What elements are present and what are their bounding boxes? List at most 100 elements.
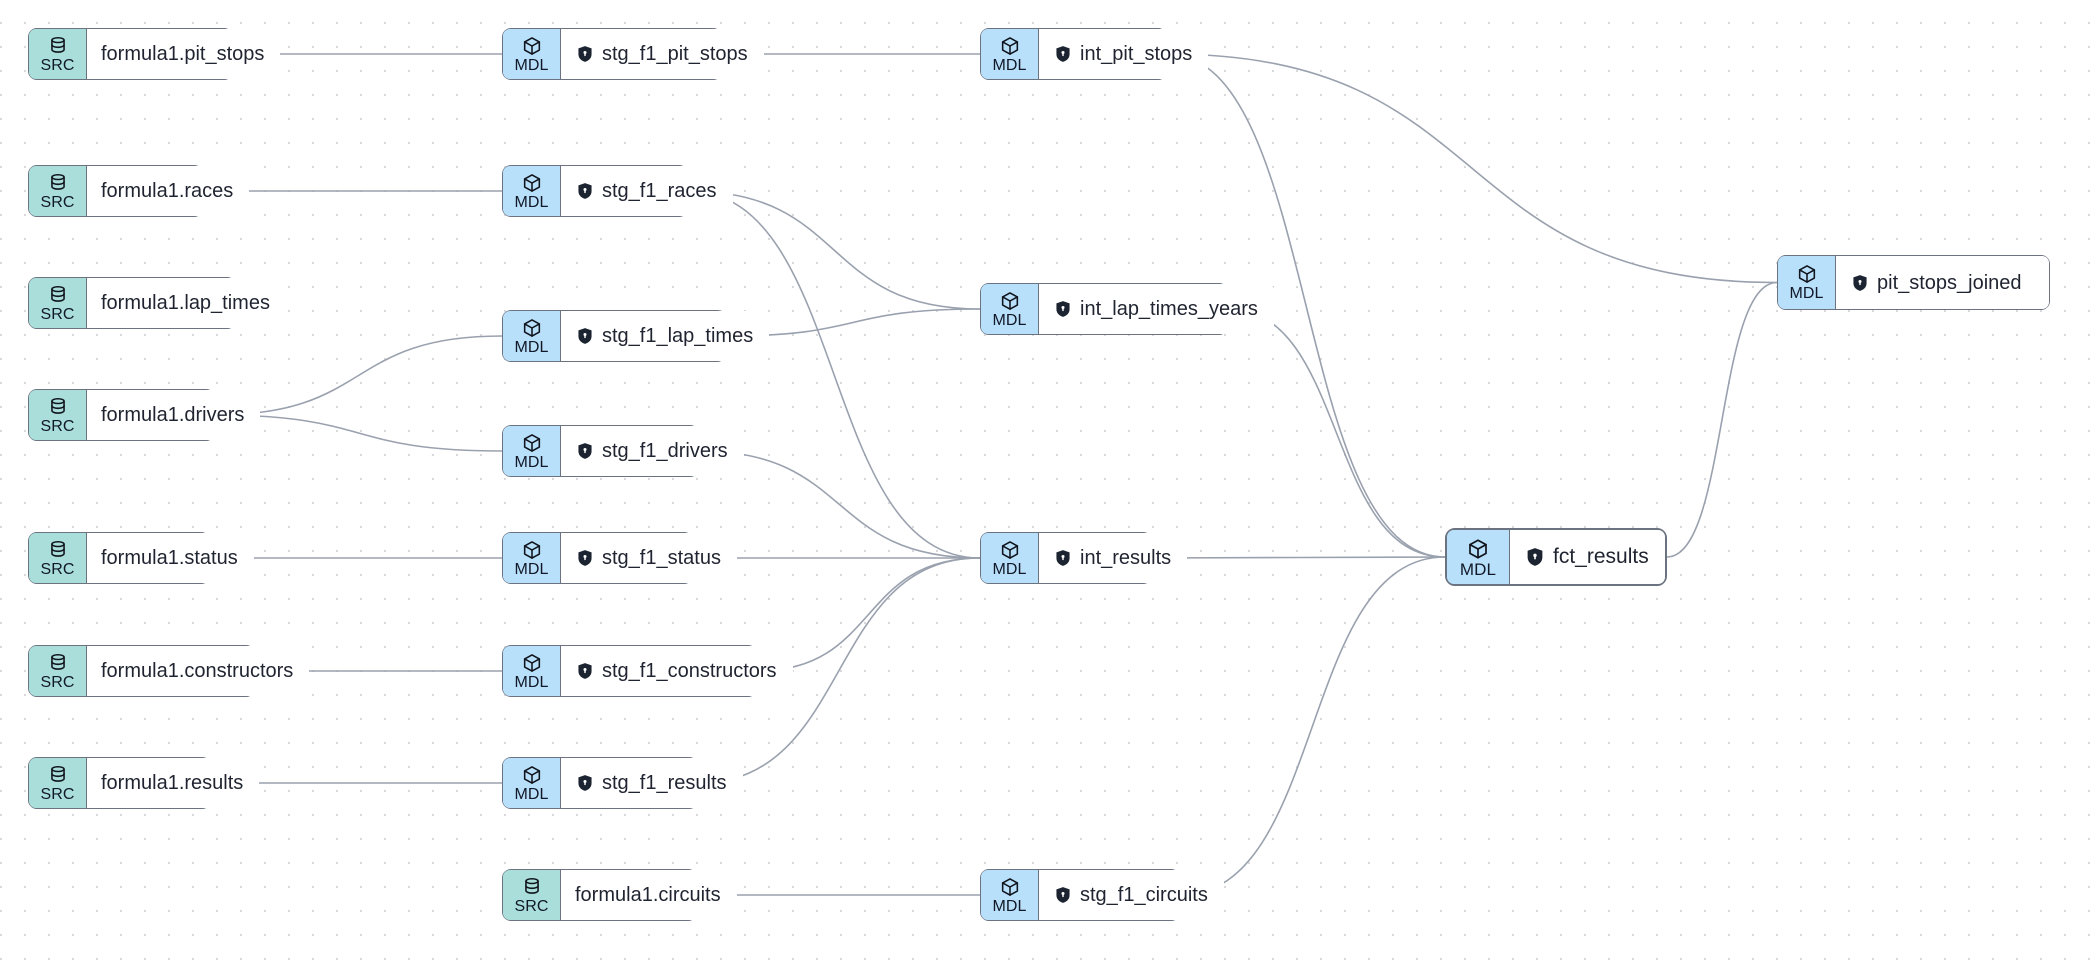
node-type-badge-src: SRC xyxy=(29,390,87,440)
shield-lock-icon xyxy=(578,328,592,344)
cube-icon xyxy=(523,318,540,337)
cube-icon xyxy=(1001,877,1018,896)
database-icon xyxy=(50,653,65,670)
graph-node-src_status[interactable]: SRC formula1.status xyxy=(28,532,254,584)
graph-node-stg_status[interactable]: MDL stg_f1_status xyxy=(502,532,737,584)
shield-lock-icon xyxy=(578,550,592,566)
graph-node-int_lap_times_years[interactable]: MDL int_lap_times_years xyxy=(980,283,1274,335)
database-icon xyxy=(524,877,539,894)
node-body: int_pit_stops xyxy=(1039,29,1209,79)
node-label: formula1.pit_stops xyxy=(101,43,265,65)
node-label: pit_stops_joined xyxy=(1877,271,2022,294)
node-type-label: SRC xyxy=(40,560,75,578)
shield-lock-icon-wrap xyxy=(577,182,593,200)
node-label: stg_f1_lap_times xyxy=(602,325,754,347)
node-body: formula1.circuits xyxy=(561,870,737,920)
node-type-badge-src: SRC xyxy=(29,278,87,328)
shield-lock-icon-wrap xyxy=(1055,300,1071,318)
node-type-label: SRC xyxy=(40,673,75,691)
node-label: int_lap_times_years xyxy=(1080,298,1258,320)
shield-lock-icon xyxy=(578,183,592,199)
node-type-badge-mdl: MDL xyxy=(503,29,561,79)
graph-node-stg_circuits[interactable]: MDL stg_f1_circuits xyxy=(980,869,1224,921)
node-type-badge-mdl: MDL xyxy=(1778,256,1836,309)
node-body: int_results xyxy=(1039,533,1188,583)
node-label: formula1.status xyxy=(101,547,238,569)
node-type-badge-mdl: MDL xyxy=(981,870,1039,920)
database-icon xyxy=(50,173,65,190)
node-body: stg_f1_constructors xyxy=(561,646,793,696)
node-body: stg_f1_drivers xyxy=(561,426,744,476)
node-type-badge-mdl: MDL xyxy=(503,533,561,583)
graph-node-stg_lap_times[interactable]: MDL stg_f1_lap_times xyxy=(502,310,770,362)
node-body: stg_f1_lap_times xyxy=(561,311,770,361)
cube-icon xyxy=(523,433,540,452)
graph-node-src_circuits[interactable]: SRC formula1.circuits xyxy=(502,869,737,921)
shield-lock-icon-wrap xyxy=(1055,45,1071,63)
shield-lock-icon-wrap xyxy=(577,774,593,792)
node-body: formula1.constructors xyxy=(87,646,310,696)
node-type-label: MDL xyxy=(1789,285,1824,302)
node-type-label: MDL xyxy=(992,311,1027,329)
edge-fct_results-to-pit_stops_joined xyxy=(1666,281,1778,558)
edge-stg_circuits-to-fct_results xyxy=(1179,556,1446,896)
node-body: formula1.drivers xyxy=(87,390,261,440)
shield-lock-icon xyxy=(1056,46,1070,62)
node-label: stg_f1_circuits xyxy=(1080,884,1208,906)
node-body: stg_f1_status xyxy=(561,533,737,583)
graph-node-src_lap_times[interactable]: SRC formula1.lap_times xyxy=(28,277,286,329)
node-body: pit_stops_joined xyxy=(1836,256,2049,309)
node-label: stg_f1_results xyxy=(602,772,727,794)
cube-icon xyxy=(523,173,540,192)
graph-node-src_pit_stops[interactable]: SRC formula1.pit_stops xyxy=(28,28,281,80)
node-type-label: MDL xyxy=(514,453,549,471)
graph-node-pit_stops_joined[interactable]: MDL pit_stops_joined xyxy=(1777,255,2050,310)
node-body: formula1.lap_times xyxy=(87,278,286,328)
node-label: formula1.races xyxy=(101,180,234,202)
shield-lock-icon-wrap xyxy=(577,549,593,567)
node-label: fct_results xyxy=(1553,545,1649,568)
database-icon xyxy=(50,765,65,782)
graph-node-stg_drivers[interactable]: MDL stg_f1_drivers xyxy=(502,425,744,477)
node-type-label: SRC xyxy=(514,897,549,915)
node-type-badge-mdl: MDL xyxy=(1447,530,1510,584)
graph-node-fct_results[interactable]: MDL fct_results xyxy=(1445,528,1667,586)
node-type-badge-src: SRC xyxy=(29,29,87,79)
shield-lock-icon xyxy=(578,663,592,679)
node-type-badge-src: SRC xyxy=(29,533,87,583)
node-type-badge-mdl: MDL xyxy=(503,311,561,361)
shield-lock-icon xyxy=(578,775,592,791)
node-type-label: MDL xyxy=(1459,559,1497,579)
node-type-badge-mdl: MDL xyxy=(981,533,1039,583)
node-body: formula1.pit_stops xyxy=(87,29,281,79)
shield-lock-icon xyxy=(1056,301,1070,317)
database-icon xyxy=(50,36,65,53)
node-type-badge-mdl: MDL xyxy=(503,166,561,216)
node-label: stg_f1_status xyxy=(602,547,721,569)
cube-icon xyxy=(523,653,540,672)
cube-icon xyxy=(1001,540,1018,559)
node-label: formula1.results xyxy=(101,772,244,794)
shield-lock-icon-wrap xyxy=(1526,547,1544,567)
node-body: formula1.results xyxy=(87,758,260,808)
cube-icon xyxy=(1469,538,1487,559)
database-icon xyxy=(50,397,65,414)
node-type-badge-mdl: MDL xyxy=(981,29,1039,79)
graph-node-src_constructors[interactable]: SRC formula1.constructors xyxy=(28,645,310,697)
node-body: stg_f1_results xyxy=(561,758,743,808)
node-label: formula1.lap_times xyxy=(101,292,270,314)
database-icon xyxy=(50,540,65,557)
edge-int_results-to-fct_results xyxy=(1151,556,1446,559)
node-body: formula1.races xyxy=(87,166,250,216)
